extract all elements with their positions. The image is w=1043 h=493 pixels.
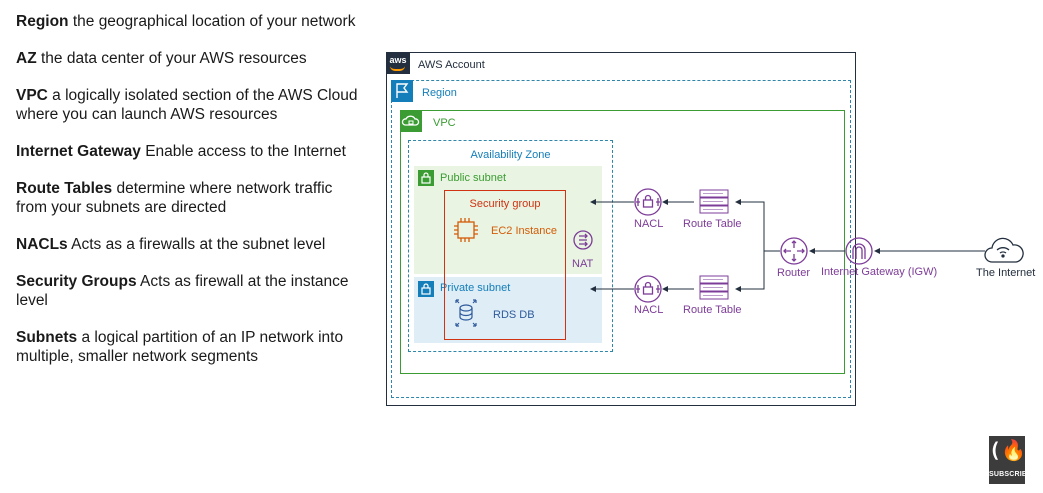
rds-db-label: RDS DB — [493, 309, 535, 321]
public-subnet-label: Public subnet — [440, 172, 507, 184]
definition-route-tables: Route Tables determine where network tra… — [16, 180, 333, 216]
nacl-icon — [634, 275, 662, 303]
region-flag-icon — [391, 80, 413, 102]
ec2-instance-label: EC2 Instance — [491, 225, 558, 237]
private-subnet-box: Private subnet — [414, 277, 602, 343]
igw-label: Internet Gateway (IGW) — [821, 266, 938, 278]
cloud-icon — [984, 237, 1024, 263]
aws-account-box: aws AWS Account — [386, 52, 856, 406]
definition-nacls: NACLs Acts as a firewalls at the subnet … — [16, 236, 326, 253]
chip-icon — [454, 218, 478, 242]
definition-internet-gateway: Internet Gateway Enable access to the In… — [16, 143, 346, 160]
vpc-box: VPC — [400, 110, 845, 374]
database-icon — [455, 299, 477, 327]
security-group-label: Security group — [469, 198, 541, 210]
definition-subnets: Subnets a logical partition of an IP net… — [16, 329, 344, 365]
region-box: Region — [391, 80, 851, 398]
gateway-icon — [845, 237, 873, 265]
definitions-list: Region the geographical location of your… — [16, 12, 366, 384]
nat-icon — [573, 230, 593, 250]
definition-az: AZ the data center of your AWS resources — [16, 50, 307, 67]
region-label: Region — [422, 87, 457, 99]
route-table-icon — [699, 189, 729, 214]
nat-label: NAT — [572, 258, 594, 270]
nacl-top-label: NACL — [634, 218, 664, 230]
private-subnet-label: Private subnet — [440, 282, 511, 294]
security-group-box: Security group EC2 Instance RDS DB — [444, 190, 566, 340]
lock-icon — [418, 170, 434, 186]
nacl-icon — [634, 188, 662, 216]
aws-architecture-diagram: aws AWS Account Region VPC Availability … — [380, 50, 1043, 410]
aws-logo: aws — [386, 52, 410, 74]
subscribe-label: SUBSCRIBE — [989, 471, 1033, 478]
subscribe-badge[interactable]: (🔥) SUBSCRIBE — [989, 436, 1038, 484]
availability-zone-label: Availability Zone — [470, 149, 551, 161]
definition-region: Region the geographical location of your… — [16, 13, 356, 30]
aws-account-label: AWS Account — [418, 59, 485, 71]
router-icon — [780, 237, 808, 265]
diagram-connectors — [454, 188, 1024, 327]
definition-security-groups: Security Groups Acts as firewall at the … — [16, 273, 349, 309]
nacl-bottom-label: NACL — [634, 304, 664, 316]
route-table-bottom-label: Route Table — [683, 304, 742, 316]
availability-zone-box: Availability Zone — [408, 140, 613, 352]
definition-vpc: VPC a logically isolated section of the … — [16, 87, 358, 123]
vpc-label: VPC — [433, 117, 456, 129]
flame-icon: (🔥) — [989, 438, 1038, 462]
vpc-cloud-icon — [400, 110, 422, 132]
router-label: Router — [777, 267, 811, 279]
route-table-top-label: Route Table — [683, 218, 742, 230]
lock-icon — [418, 281, 434, 297]
public-subnet-box: Public subnet — [414, 166, 602, 274]
connector-lines — [590, 199, 985, 292]
route-table-icon — [699, 275, 729, 300]
internet-label: The Internet — [976, 267, 1036, 279]
